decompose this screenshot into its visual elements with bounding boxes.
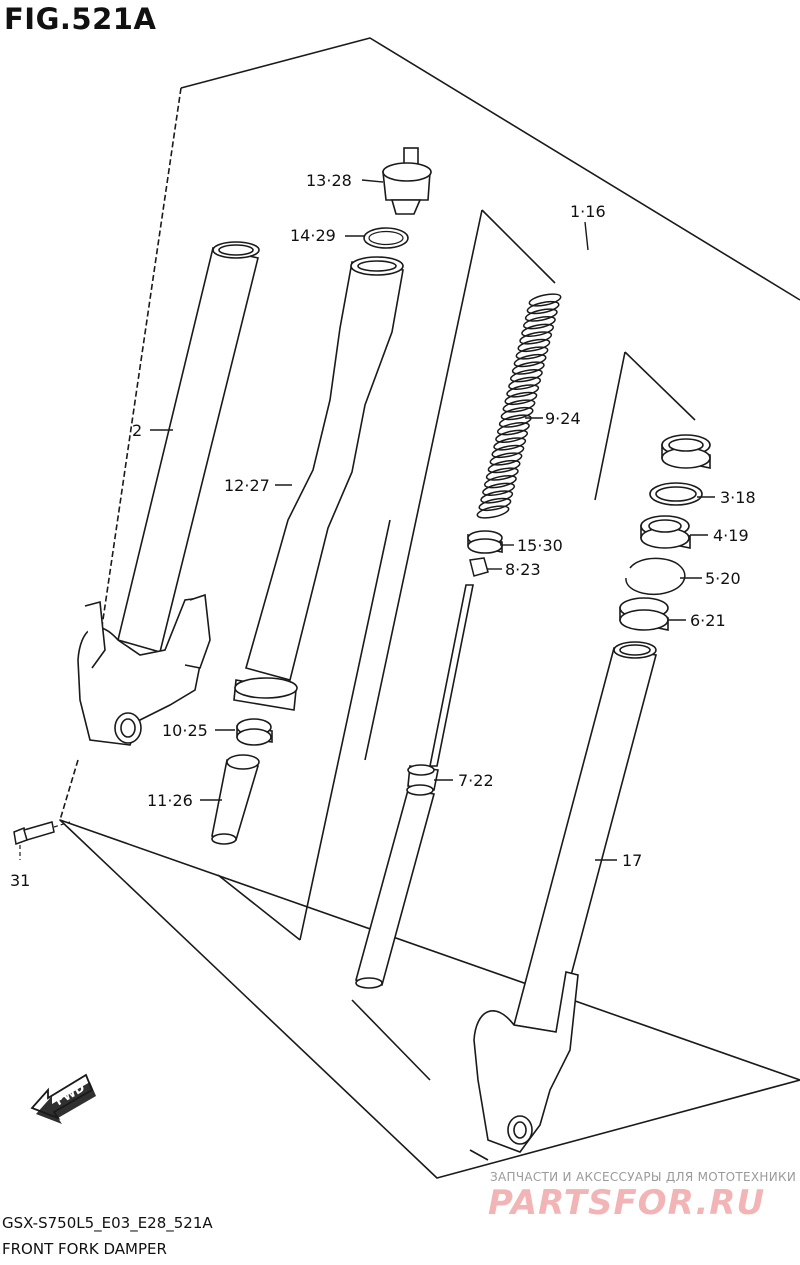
spring-spacer [467, 530, 503, 554]
assembly-frame-outer [59, 37, 800, 1179]
spring-coil [489, 452, 523, 466]
spring-coil [515, 346, 549, 360]
damper-slide [233, 256, 404, 711]
spring-coil [528, 293, 562, 307]
fwd-arrow-icon: FWD [30, 1073, 96, 1124]
figure-name: FRONT FORK DAMPER [2, 1240, 167, 1258]
callout-31: 31 [10, 871, 30, 890]
spring-coil [526, 300, 560, 315]
spring-coil [524, 308, 558, 322]
spring-coil [508, 376, 542, 390]
callout-1-16: 1·16 [570, 202, 606, 221]
spring-coil [480, 490, 514, 504]
spring-coil [485, 467, 519, 481]
callout-3-18: 3·18 [720, 488, 756, 507]
axle-bolt [13, 821, 55, 846]
callout-labels: 13·28 14·29 1·16 2 12·27 9·24 3·18 4·19 … [10, 171, 756, 890]
bolt-guide-line [19, 821, 71, 860]
spring-coil [483, 475, 517, 489]
callout-14-29: 14·29 [290, 226, 336, 245]
spring-coil [509, 369, 543, 383]
spring-coil [476, 505, 510, 519]
stopper-ring [649, 482, 703, 506]
spring-coil [506, 384, 540, 398]
o-ring-top [363, 227, 409, 249]
callout-6-21: 6·21 [690, 611, 726, 630]
callout-7-22: 7·22 [458, 771, 494, 790]
spring-coil [500, 406, 534, 421]
slide-bushing [619, 597, 669, 631]
spring-coil [493, 437, 527, 451]
callout-12-27: 12·27 [224, 476, 270, 495]
watermark-logo: PARTSFOR.RU [488, 1183, 766, 1223]
inner-tube-left [77, 241, 260, 746]
circlip [625, 557, 686, 596]
washer [236, 718, 273, 746]
spring-coil [504, 391, 538, 406]
spring-coil [478, 497, 512, 512]
spring-coil [482, 482, 516, 496]
assembly-frame-outer-left [59, 87, 182, 821]
spring-coil [521, 323, 555, 337]
figure-title: FIG.521A [4, 2, 157, 36]
top-cap [382, 147, 432, 215]
spring-coil [517, 338, 551, 353]
spring-coil [487, 459, 521, 474]
callout-17: 17 [622, 851, 642, 870]
oil-seal [640, 515, 691, 549]
damper-cartridge [355, 584, 474, 989]
spring-coil [511, 361, 545, 375]
spring-coil [522, 316, 556, 330]
callout-4-19: 4·19 [713, 526, 749, 545]
assembly-frame-cartridge [351, 209, 556, 1081]
spring-coil [513, 353, 547, 368]
spring-coil [496, 422, 530, 436]
spring-coil [491, 444, 525, 459]
callout-10-25: 10·25 [162, 721, 208, 740]
dust-seal [661, 434, 711, 469]
callout-5-20: 5·20 [705, 569, 741, 588]
callout-8-23: 8·23 [505, 560, 541, 579]
fork-spring [476, 293, 562, 519]
oil-lock-piece [211, 754, 260, 845]
callout-11-26: 11·26 [147, 791, 193, 810]
watermark-tagline: ЗАПЧАСТИ И АКСЕССУАРЫ ДЛЯ МОТОТЕХНИКИ [490, 1170, 797, 1184]
assembly-frame-outer-tube [469, 351, 696, 1161]
spring-coil [519, 331, 553, 345]
inner-tube-right [473, 641, 657, 1153]
callout-15-30: 15·30 [517, 536, 563, 555]
assembly-frame-damper [217, 519, 391, 941]
callout-9-24: 9·24 [545, 409, 581, 428]
spring-coil [502, 399, 536, 413]
lock-nut [469, 557, 489, 577]
spring-coil [495, 429, 529, 443]
callout-2: 2 [132, 421, 142, 440]
figure-code: GSX-S750L5_E03_E28_521A [2, 1214, 213, 1232]
callout-13-28: 13·28 [306, 171, 352, 190]
